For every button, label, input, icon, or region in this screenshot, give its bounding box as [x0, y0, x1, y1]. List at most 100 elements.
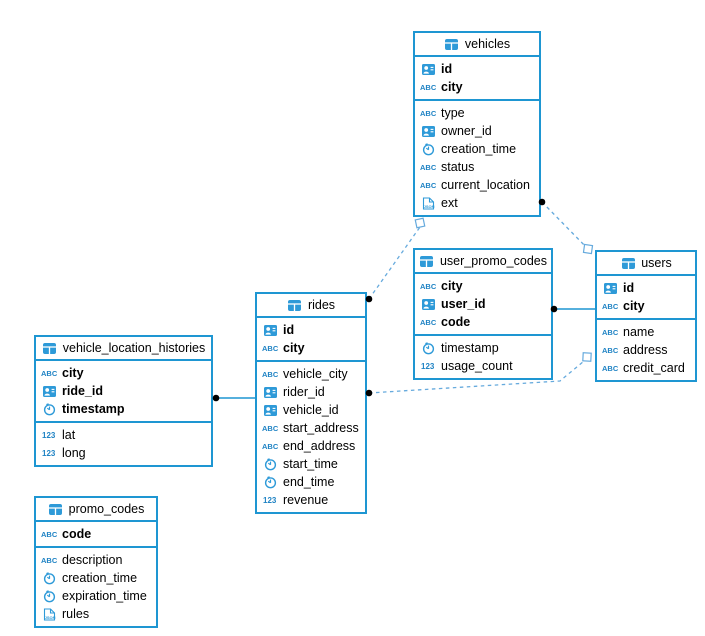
svg-text:ABC: ABC [420, 163, 436, 172]
column-name: id [623, 281, 635, 295]
column-row[interactable]: start_time [257, 455, 365, 473]
abc-icon: ABC [420, 161, 436, 174]
column-name: start_address [283, 421, 359, 435]
column-row[interactable]: timestamp [36, 400, 211, 418]
svg-text:123: 123 [42, 449, 56, 458]
abc-icon: ABC [420, 179, 436, 192]
json-icon: JSON [41, 607, 57, 621]
column-row[interactable]: creation_time [36, 569, 156, 587]
column-row[interactable]: creation_time [415, 140, 539, 158]
column-row[interactable]: timestamp [415, 339, 551, 357]
svg-text:ABC: ABC [41, 556, 57, 565]
columns-section: ABC description creation_time expiration_ti… [36, 548, 156, 626]
column-row[interactable]: end_time [257, 473, 365, 491]
column-name: user_id [441, 297, 486, 311]
column-row[interactable]: vehicle_id [257, 401, 365, 419]
column-name: end_address [283, 439, 356, 453]
abc-icon: ABC [41, 554, 57, 567]
column-row[interactable]: owner_id [415, 122, 539, 140]
column-row[interactable]: id [597, 279, 695, 297]
column-name: name [623, 325, 655, 339]
svg-text:ABC: ABC [41, 530, 57, 539]
table-header[interactable]: promo_codes [36, 498, 156, 522]
column-name: description [62, 553, 123, 567]
column-row[interactable]: ABC current_location [415, 176, 539, 194]
svg-text:123: 123 [263, 496, 277, 505]
table-title: vehicle_location_histories [62, 341, 206, 355]
table-header[interactable]: rides [257, 294, 365, 318]
column-name: usage_count [441, 359, 513, 373]
123-icon: 123 [41, 447, 57, 460]
column-name: creation_time [62, 571, 138, 585]
edge-rides-vehicles[interactable] [368, 226, 421, 300]
column-row[interactable]: ABC end_address [257, 437, 365, 455]
column-row[interactable]: rider_id [257, 383, 365, 401]
table-header[interactable]: user_promo_codes [415, 250, 551, 274]
svg-text:JSON: JSON [423, 204, 434, 209]
column-name: city [441, 80, 463, 94]
id-card-icon [420, 125, 436, 138]
svg-text:ABC: ABC [262, 442, 278, 451]
column-row[interactable]: user_id [415, 295, 551, 313]
clock-icon [41, 589, 57, 603]
edge-vehicles-users[interactable] [541, 201, 590, 251]
column-name: current_location [441, 178, 530, 192]
column-name: owner_id [441, 124, 492, 138]
id-card-icon [420, 298, 436, 311]
id-card-icon [602, 282, 618, 295]
column-row[interactable]: expiration_time [36, 587, 156, 605]
column-name: id [441, 62, 453, 76]
svg-text:ABC: ABC [41, 369, 57, 378]
column-row[interactable]: ride_id [36, 382, 211, 400]
clock-icon [41, 402, 57, 416]
column-name: expiration_time [62, 589, 147, 603]
svg-text:ABC: ABC [420, 318, 436, 327]
column-row[interactable]: id [415, 60, 539, 78]
column-name: ext [441, 196, 458, 210]
abc-icon: ABC [262, 422, 278, 435]
abc-icon: ABC [420, 316, 436, 329]
column-name: code [62, 527, 92, 541]
table-header[interactable]: vehicles [415, 33, 539, 57]
svg-text:ABC: ABC [262, 424, 278, 433]
column-row[interactable]: ABC description [36, 551, 156, 569]
table-header[interactable]: vehicle_location_histories [36, 337, 211, 361]
column-name: vehicle_city [283, 367, 348, 381]
edge-rides-users[interactable] [368, 355, 591, 394]
svg-text:JSON: JSON [44, 615, 55, 620]
column-row[interactable]: ABC code [36, 525, 156, 543]
column-row[interactable]: ABC start_address [257, 419, 365, 437]
column-row[interactable]: id [257, 321, 365, 339]
table-header[interactable]: users [597, 252, 695, 276]
column-row[interactable]: JSON ext [415, 194, 539, 212]
column-name: end_time [283, 475, 335, 489]
